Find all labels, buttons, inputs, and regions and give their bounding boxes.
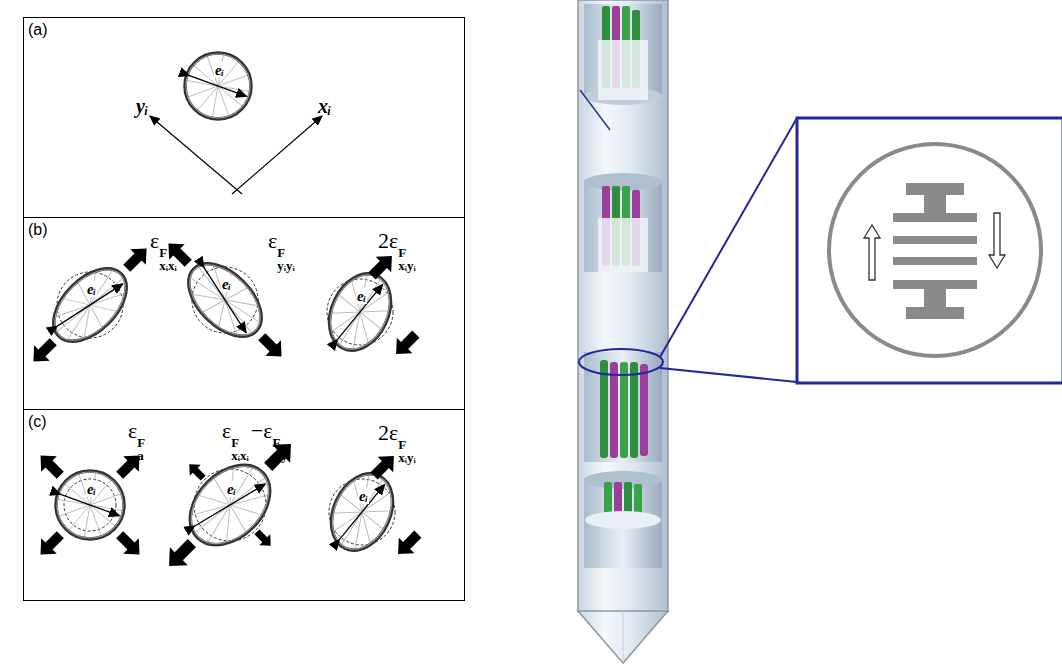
superscript: F [398,246,416,259]
ellipse-outline [145,220,305,380]
vector-label: eᵢ [356,288,367,304]
panel-letter: (c) [28,413,47,431]
vector-label: eᵢ [226,481,237,497]
superscript: F [231,436,249,449]
probe [578,0,668,663]
superscript: F [159,246,177,259]
superscript: F [398,438,416,451]
zoom-callout [660,118,1062,383]
strain-symbol: 2ε [378,228,398,253]
figure-panel: (a) eᵢ [23,17,465,218]
subscript: xᵢyᵢ [398,259,416,272]
strain-ellipse: eᵢ [138,6,298,166]
panel-letter: (b) [28,221,48,239]
ellipse-outline [280,232,440,392]
subscript: yᵢyᵢ [277,259,295,272]
vector-label: eᵢ [358,488,369,504]
axis-label: xᵢ [318,95,331,118]
superscript: F [277,246,295,259]
vector-label: eᵢ [214,62,225,78]
axis-label: yᵢ [136,95,148,118]
vector-label: eᵢ [86,281,97,297]
strain-ellipse: eᵢ [282,432,442,592]
subscript: a [137,449,145,462]
index-stack: Fxᵢyᵢ [398,438,416,464]
index-stack: Fa [137,436,145,462]
strain-component: 2εFxᵢyᵢ [378,228,418,272]
strain-ellipse: eᵢ [10,425,170,585]
strain-component: εFa [128,418,147,462]
strain-component: εFxᵢxᵢ [150,228,179,272]
strain-ellipse: eᵢ [280,232,440,392]
subscript: xᵢxᵢ [231,449,249,462]
strain-ellipse: eᵢ [10,225,170,385]
strain-symbol: ε [268,228,277,253]
strain-symbol: ε [222,418,231,443]
index-stack: Fyᵢyᵢ [277,246,295,272]
strain-symbol: ε [128,418,137,443]
ellipse-outline [10,225,170,385]
subscript: xᵢxᵢ [159,259,177,272]
vector-label: eᵢ [221,276,232,292]
vector-label: eᵢ [86,481,97,497]
strain-component: εFyᵢyᵢ [268,228,297,272]
superscript: F [137,436,145,449]
ellipse-outline [282,432,442,592]
subscript: yᵢyᵢ [273,449,291,462]
strain-symbol: −ε [251,418,273,443]
strain-symbol: 2ε [378,420,398,445]
index-stack: Fxᵢxᵢ [159,246,177,272]
strain-symbol: ε [150,228,159,253]
strain-component: 2εFxᵢyᵢ [378,420,418,464]
subscript: xᵢyᵢ [398,451,416,464]
strain-ellipse: eᵢ [145,220,305,380]
index-stack: Fyᵢyᵢ [273,436,291,462]
strain-component: εFxᵢxᵢ−εFyᵢyᵢ [222,418,292,462]
ellipse-outline [138,6,298,166]
index-stack: Fxᵢxᵢ [231,436,249,462]
superscript: F [273,436,291,449]
ellipse-outline [10,425,170,585]
panel-letter: (a) [28,21,48,39]
index-stack: Fxᵢyᵢ [398,246,416,272]
axes [150,116,322,194]
